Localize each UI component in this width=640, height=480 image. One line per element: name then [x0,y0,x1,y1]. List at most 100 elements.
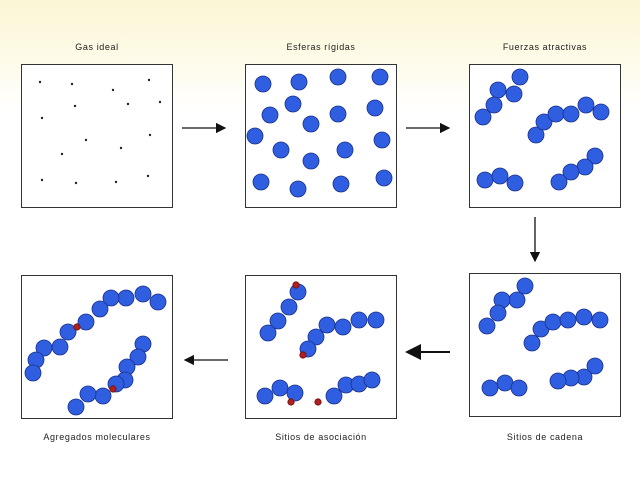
molecule [375,169,393,187]
molecule [591,311,609,329]
molecule [586,147,604,165]
molecule [476,171,494,189]
molecule [511,68,529,86]
molecule [332,175,350,193]
point-particle [146,174,150,178]
point-particle [84,138,88,142]
molecule [318,316,336,334]
molecule [252,173,270,191]
molecule [547,105,565,123]
point-particle [114,180,118,184]
molecule [59,323,77,341]
association-site [292,281,300,289]
molecule [496,374,514,392]
molecule [549,372,567,390]
molecule [329,105,347,123]
molecule [77,313,95,331]
molecule [336,141,354,159]
molecule [371,68,389,86]
molecule [508,291,526,309]
molecule [102,289,120,307]
point-particle [148,133,152,137]
point-particle [73,104,77,108]
molecule [259,324,277,342]
point-particle [40,116,44,120]
molecule [256,387,274,405]
molecule [91,300,109,318]
association-site [73,323,81,331]
molecule [527,126,545,144]
molecule [284,95,302,113]
molecule [329,68,347,86]
molecule [149,293,167,311]
label-sitios-de-cadena: Sitios de cadena [506,432,584,442]
molecule [535,113,553,131]
point-particle [158,100,162,104]
molecule [510,379,528,397]
molecule [254,75,272,93]
molecule [302,152,320,170]
molecule [246,127,264,145]
molecule [489,304,507,322]
molecule [592,103,610,121]
molecule [366,99,384,117]
point-particle [60,152,64,156]
label-agregados-moleculares: Agregados moleculares [43,432,151,442]
molecule [481,379,499,397]
molecule [286,384,304,402]
point-particle [111,88,115,92]
molecule [271,379,289,397]
molecule [577,96,595,114]
molecule [373,131,391,149]
label-esferas-rigidas: Esferas rígidas [286,42,356,52]
molecule [334,318,352,336]
molecule [485,96,503,114]
association-site [299,351,307,359]
molecule [586,357,604,375]
association-site [287,398,295,406]
molecule [94,387,112,405]
molecule [117,289,135,307]
association-site [109,385,117,393]
association-site [314,398,322,406]
molecule [302,115,320,133]
molecule [367,311,385,329]
label-gas-ideal: Gas ideal [75,42,119,52]
molecule [544,313,562,331]
molecule [491,167,509,185]
point-particle [74,181,78,185]
molecule [35,339,53,357]
molecule [523,334,541,352]
molecule [550,173,568,191]
point-particle [119,146,123,150]
molecule [575,308,593,326]
molecule [576,158,594,176]
label-sitios-de-asociacion: Sitios de asociación [275,432,367,442]
point-particle [147,78,151,82]
molecule [474,108,492,126]
molecule [261,106,279,124]
molecule [79,385,97,403]
molecule [272,141,290,159]
molecule [562,105,580,123]
molecule [307,328,325,346]
panel-gas-ideal [21,64,173,208]
molecule [325,387,343,405]
molecule [478,317,496,335]
molecule [516,277,534,295]
point-particle [126,102,130,106]
molecule [289,180,307,198]
molecule [24,364,42,382]
molecule [505,85,523,103]
molecule [363,371,381,389]
molecule [269,312,287,330]
molecule [280,298,298,316]
molecule [134,285,152,303]
molecule [489,81,507,99]
point-particle [40,178,44,182]
molecule [350,311,368,329]
point-particle [70,82,74,86]
molecule [562,163,580,181]
